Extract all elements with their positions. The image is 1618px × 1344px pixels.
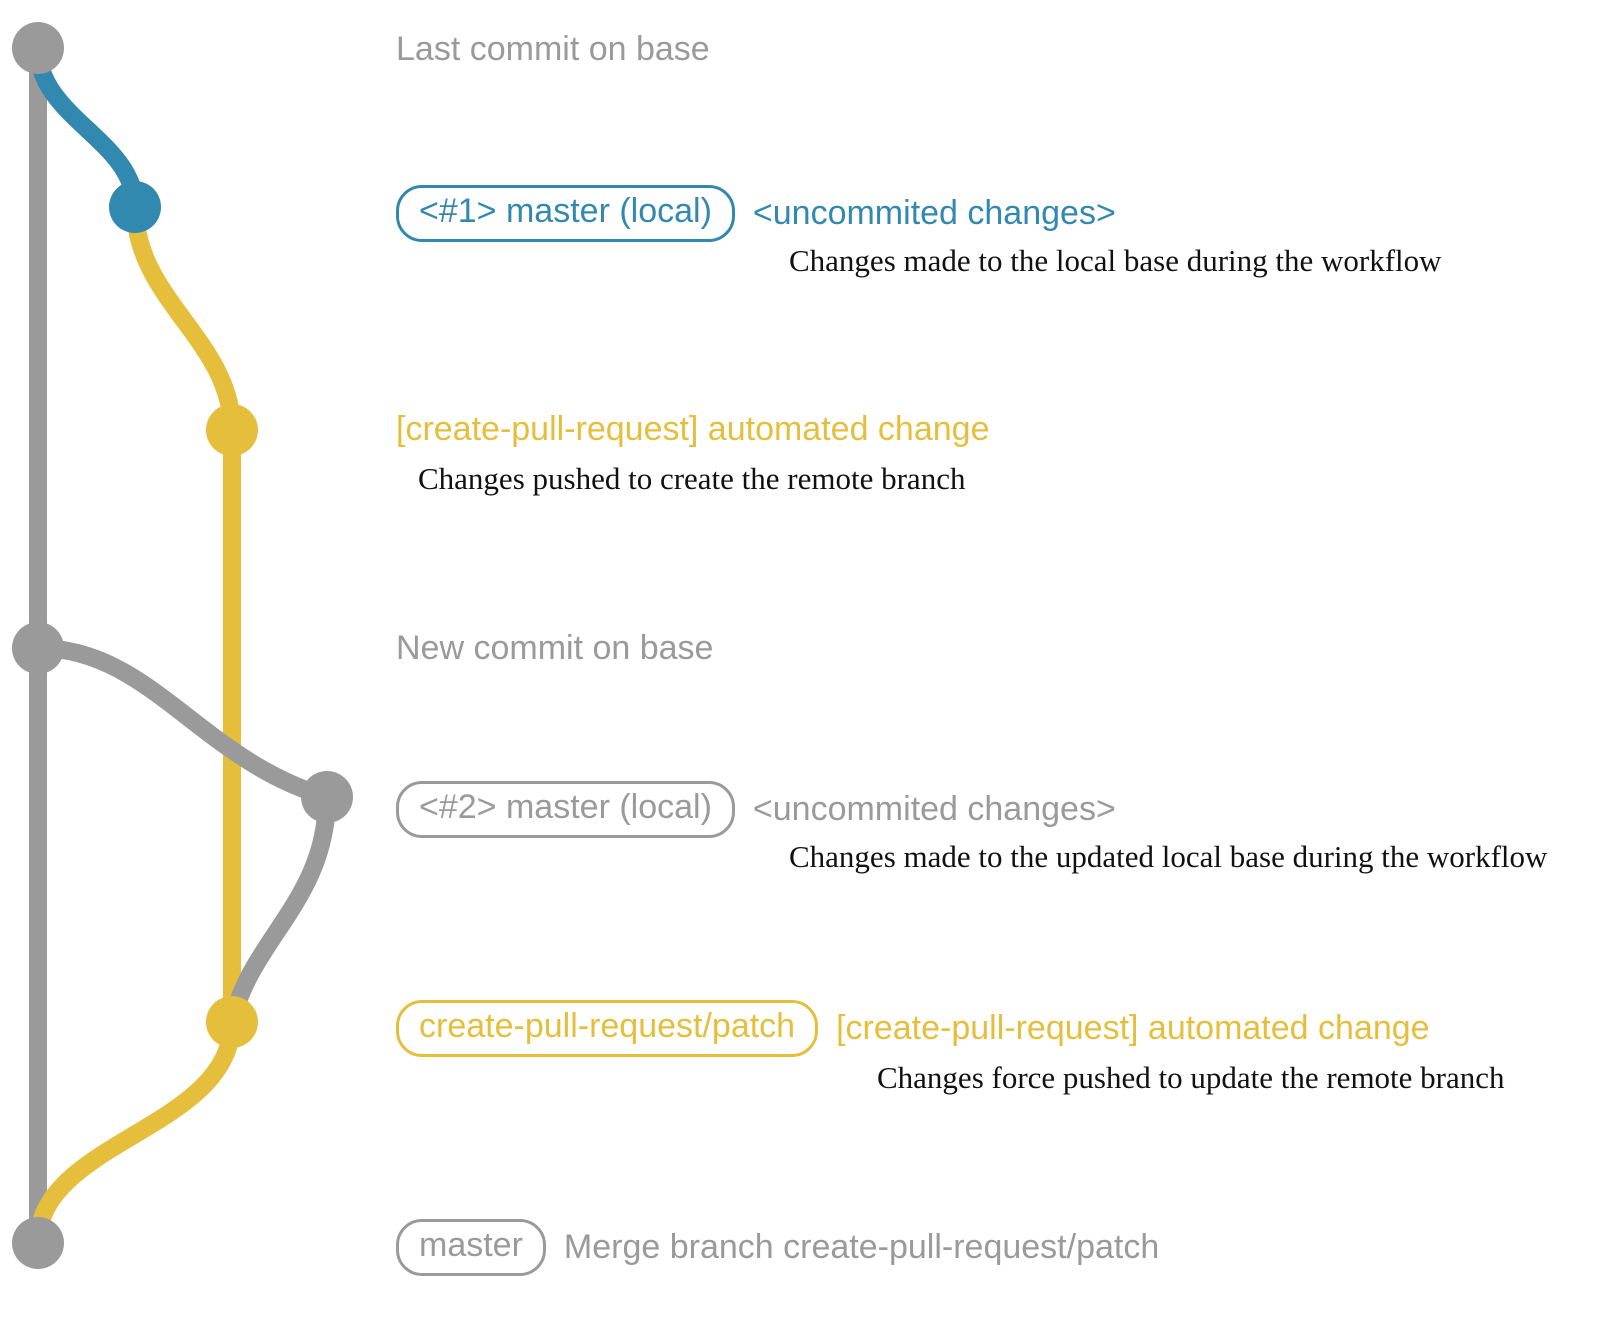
local-commit-1-message: <uncommited changes> bbox=[752, 193, 1116, 232]
edge-newbase-to-local2 bbox=[29, 639, 336, 806]
branch-badge-local-2[interactable]: <#2> master (local) bbox=[396, 781, 735, 838]
local-commit-2-message: <uncommited changes> bbox=[752, 789, 1116, 828]
automated-commit-2-row: create-pull-request/patch [create-pull-r… bbox=[396, 1000, 1430, 1057]
node-local-commit-1[interactable] bbox=[109, 181, 161, 233]
edge-local2-to-automated2 bbox=[223, 788, 336, 1031]
automated-commit-2-message: [create-pull-request] automated change bbox=[836, 1008, 1430, 1047]
merge-commit-row: master Merge branch create-pull-request/… bbox=[396, 1219, 1159, 1276]
branch-badge-patch[interactable]: create-pull-request/patch bbox=[396, 1000, 819, 1057]
local-commit-1-description: Changes made to the local base during th… bbox=[789, 243, 1442, 278]
edge-automated2-to-merge bbox=[29, 1013, 241, 1252]
local-commit-2-description: Changes made to the updated local base d… bbox=[789, 839, 1548, 874]
edge-local1-to-automated1 bbox=[126, 198, 241, 439]
local-commit-2-row: <#2> master (local) <uncommited changes> bbox=[396, 781, 1116, 838]
node-last-commit-on-base[interactable] bbox=[12, 22, 64, 74]
last-commit-message: Last commit on base bbox=[396, 30, 710, 68]
node-automated-commit-2[interactable] bbox=[206, 996, 258, 1048]
automated-commit-2-description: Changes force pushed to update the remot… bbox=[877, 1060, 1505, 1095]
node-merge-commit[interactable] bbox=[12, 1217, 64, 1269]
node-new-commit-on-base[interactable] bbox=[12, 622, 64, 674]
merge-commit-message: Merge branch create-pull-request/patch bbox=[563, 1227, 1160, 1266]
automated-commit-1-message: [create-pull-request] automated change bbox=[396, 410, 990, 448]
node-automated-commit-1[interactable] bbox=[206, 404, 258, 456]
node-local-commit-2[interactable] bbox=[301, 771, 353, 823]
automated-commit-1-description: Changes pushed to create the remote bran… bbox=[418, 461, 966, 496]
branch-badge-local-1[interactable]: <#1> master (local) bbox=[396, 185, 735, 242]
branch-badge-master[interactable]: master bbox=[396, 1219, 546, 1276]
new-commit-message: New commit on base bbox=[396, 629, 714, 667]
local-commit-1-row: <#1> master (local) <uncommited changes> bbox=[396, 185, 1116, 242]
